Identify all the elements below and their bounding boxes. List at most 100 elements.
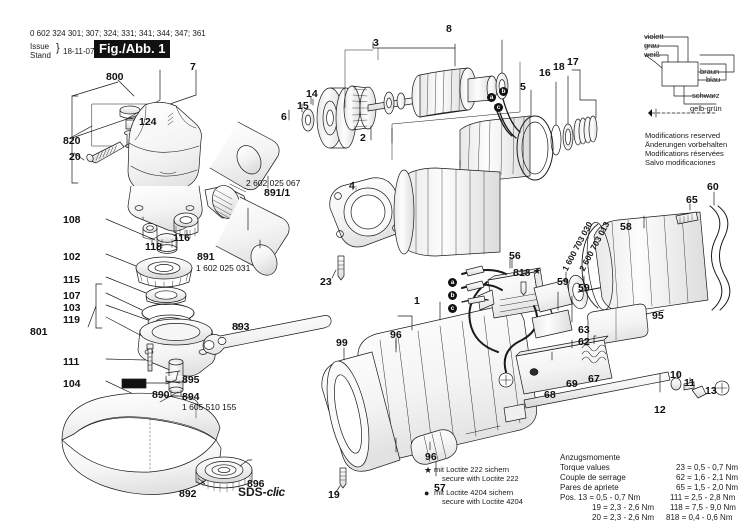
loctite-222-en: secure with Loctite 222	[442, 474, 519, 483]
wire-marker-c: c	[494, 103, 503, 112]
sds-clic-logo: SDS-clic	[238, 485, 285, 499]
loctite-dot-icon: ●	[424, 488, 430, 498]
callout-13: 13	[705, 385, 717, 397]
wire-label-schwarz: schwarz	[692, 91, 720, 100]
callout-6: 6	[281, 111, 287, 123]
wire-marker-a: a	[448, 278, 457, 287]
modifications-line-2: Änderungen vorbehalten	[645, 140, 728, 149]
torque-right-row-4: 111 = 2,5 - 2,8 Nm	[670, 493, 736, 502]
callout-896: 896	[247, 478, 265, 490]
callout-68: 68	[544, 389, 556, 401]
callout-17: 17	[567, 56, 579, 68]
callout-7: 7	[190, 61, 196, 73]
torque-right-row-2: 62 = 1,6 - 2,1 Nm	[676, 473, 739, 482]
callout-96: 96	[425, 451, 437, 463]
callout-820: 820	[63, 135, 81, 147]
part-ref-r891_1_num: 2 602 025 067	[246, 178, 301, 188]
callout-23: 23	[320, 276, 332, 288]
wire-marker-b: b	[448, 291, 457, 300]
callout-16: 16	[539, 67, 551, 79]
callout-95: 95	[652, 310, 664, 322]
callout-893: 893	[232, 321, 250, 333]
callout-60: 60	[707, 181, 719, 193]
callout-12: 12	[654, 404, 666, 416]
wire-marker-a: a	[487, 93, 496, 102]
callout-116: 116	[173, 232, 190, 244]
callout-56: 56	[509, 250, 521, 262]
torque-left-row-3: 20 = 2,3 - 2,6 Nm	[592, 513, 655, 522]
wire-marker-b: b	[499, 87, 508, 96]
callout-59: 59	[578, 282, 590, 294]
callout-107: 107	[63, 290, 81, 302]
header-issue-date: 18-11-07	[63, 47, 95, 56]
callout-124: 124	[139, 116, 157, 128]
callout-15: 15	[297, 100, 309, 112]
callout-800: 800	[106, 71, 124, 83]
callout-11: 11	[684, 377, 696, 389]
wire-label-weiss: weiß	[644, 50, 660, 59]
callout-10: 10	[670, 369, 682, 381]
callout-108: 108	[63, 214, 81, 226]
callout-102: 102	[63, 251, 81, 263]
callout-96: 96	[390, 329, 402, 341]
torque-right-row-3: 65 = 1,5 - 2,0 Nm	[676, 483, 739, 492]
callout-890: 890	[152, 389, 170, 401]
callout-895: 895	[182, 374, 200, 386]
torque-title-de: Anzugsmomente	[560, 453, 621, 462]
callout-63: 63	[578, 324, 590, 336]
callout-62: 62	[578, 336, 590, 348]
sds-clic-suffix: clic	[266, 485, 286, 499]
callout-69: 69	[566, 378, 578, 390]
callout-111: 111	[63, 356, 80, 368]
part-ref-r891_num: 1 602 025 031	[196, 263, 251, 273]
wire-label-grau: grau	[644, 41, 660, 50]
callout-119: 119	[63, 314, 80, 326]
loctite-222-de: mit Loctite 222 sichern	[434, 465, 510, 474]
issue-brace: }	[56, 42, 60, 54]
part-ref-r891_1: 891/1	[264, 187, 291, 199]
callout-104: 104	[63, 378, 81, 390]
callout-892: 892	[179, 488, 197, 500]
modifications-line-1: Modifications reserved	[645, 131, 721, 140]
loctite-4204-de: mit Loctite 4204 sichern	[434, 488, 514, 497]
callout-99: 99	[336, 337, 348, 349]
callout-18: 18	[553, 61, 565, 73]
torque-left-row-1: Pos. 13 = 0,5 - 0,7 Nm	[560, 493, 641, 502]
callout-58: 58	[620, 221, 632, 233]
modifications-line-3: Modifications réservées	[645, 149, 724, 158]
callout-4: 4	[349, 180, 355, 192]
part-ref-r891: 891	[197, 251, 215, 263]
callout-8: 8	[446, 23, 452, 35]
callout-20: 20	[69, 151, 81, 163]
callout-115: 115	[63, 274, 80, 286]
torque-title-en: Torque values	[560, 463, 610, 472]
figure-label: Fig./Abb. 1	[94, 40, 171, 58]
star-marker-818: ★	[533, 266, 542, 276]
callout-3: 3	[373, 37, 379, 49]
loctite-4204-en: secure with Loctite 4204	[442, 497, 523, 506]
callout-894: 894	[182, 391, 200, 403]
callout-103: 103	[63, 302, 81, 314]
callout-67: 67	[588, 373, 600, 385]
loctite-star-icon: ★	[424, 465, 433, 475]
wire-label-gelb-gruen: gelb-grün	[690, 104, 722, 113]
callout-65: 65	[686, 194, 698, 206]
torque-title-es: Pares de apriete	[560, 483, 619, 492]
wire-marker-c: c	[448, 304, 457, 313]
callout-2: 2	[360, 132, 366, 144]
callout-19: 19	[328, 489, 340, 501]
callout-59: 59	[557, 276, 569, 288]
header-issue-label-en: Issue	[30, 42, 50, 51]
torque-title-fr: Couple de serrage	[560, 473, 626, 482]
callout-5: 5	[520, 81, 526, 93]
callout-1: 1	[414, 295, 420, 307]
torque-right-row-1: 23 = 0,5 - 0,7 Nm	[676, 463, 739, 472]
callout-57: 57	[434, 482, 446, 494]
callout-818: 818	[513, 267, 531, 279]
header-issue-label-de: Stand	[30, 51, 51, 60]
torque-right-row-6: 818 = 0,4 - 0,6 Nm	[666, 513, 733, 522]
sds-clic-prefix: SDS-	[238, 485, 267, 499]
part-ref-r894_num: 1 605 510 155	[182, 402, 237, 412]
